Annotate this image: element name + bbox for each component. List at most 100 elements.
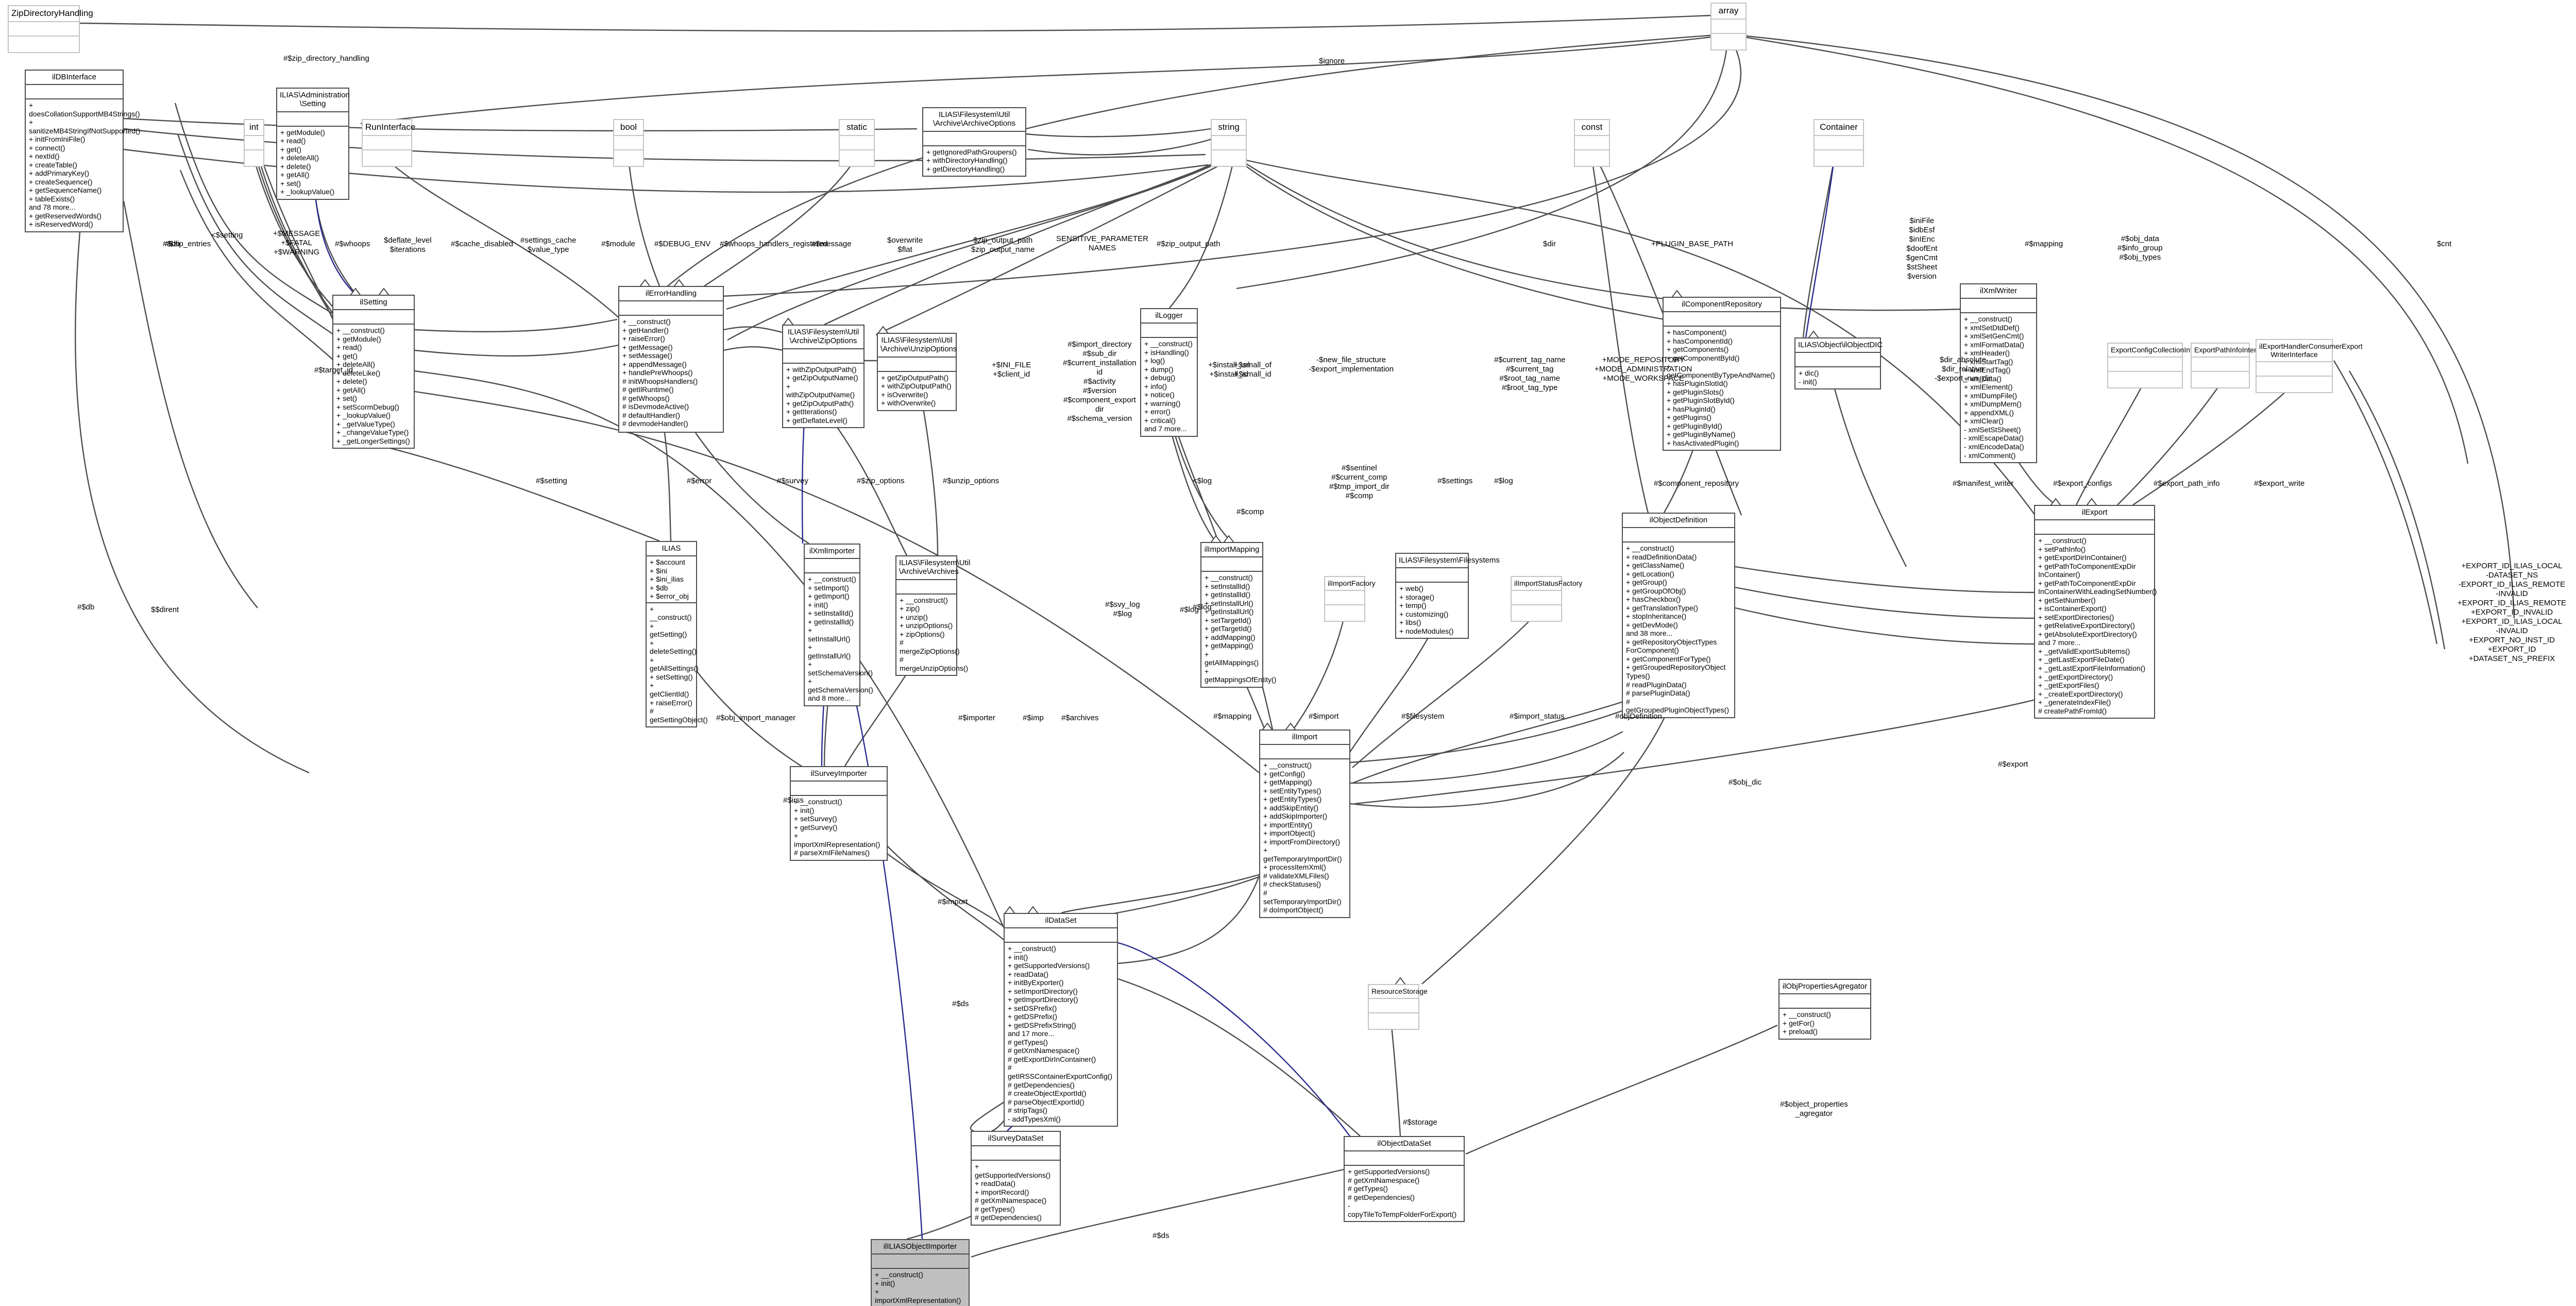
uml-class-ilias_object_ilobjectdic[interactable]: ILIAS\Object\ilObjectDIC+ dic()- init(): [1794, 337, 1883, 390]
class-title: ilSurveyDataSet: [972, 1132, 1060, 1147]
operation-row: # stripTags(): [1008, 1106, 1048, 1115]
class-operations: + doesCollationSupportMB4Strings()+ sani…: [26, 99, 140, 231]
operation-row: + getPathToComponentExpDir InContainer(): [2038, 562, 2136, 579]
uml-class-ilimport[interactable]: ilImport+ __construct()+ getConfig()+ ge…: [1259, 730, 1350, 918]
operation-row: + init(): [875, 1279, 895, 1287]
uml-class-ilobjectdataset[interactable]: ilObjectDataSet+ getSupportedVersions()#…: [1344, 1136, 1465, 1223]
uml-class-int[interactable]: int: [244, 119, 264, 167]
uml-class-ilimportstatusfactory[interactable]: ilImportStatusFactory: [1511, 576, 1582, 622]
uml-class-ilias_administration_setting[interactable]: ILIAS\Administration \Setting+ getModule…: [276, 88, 350, 200]
class-operations: + __construct()+ zip()+ unzip()+ unzipOp…: [896, 595, 968, 675]
operation-row: + getSequenceName(): [29, 186, 102, 195]
uml-class-ildbinterface[interactable]: ilDBInterface+ doesCollationSupportMB4St…: [25, 70, 140, 232]
operation-row: + getConfig(): [1263, 769, 1306, 778]
uml-class-ilias_filesystem_filesystems[interactable]: ILIAS\Filesystem\Filesystems+ web()+ sto…: [1395, 553, 1500, 639]
class-attributes: [1369, 999, 1418, 1014]
operation-row: + doesCollationSupportMB4Strings(): [29, 101, 140, 118]
uml-class-exportconfigcollectioninterface[interactable]: ExportConfigCollectionInterface: [2107, 343, 2212, 389]
operation-row: + __construct(): [650, 604, 692, 622]
class-operations: [1711, 34, 1745, 49]
operation-row: + setInstallUrl(): [808, 626, 851, 643]
uml-class-ildataset[interactable]: ilDataSet+ __construct()+ init()+ getSup…: [1004, 913, 1118, 1127]
edge-label-l-deflate-level-iterations: $deflate_level $iterations: [384, 236, 432, 254]
class-operations: [1575, 150, 1609, 166]
edge-label-l-tree-file-structure: -$new_file_structure -$export_implementa…: [1309, 355, 1394, 374]
uml-class-resourcestorage[interactable]: ResourceStorage: [1368, 984, 1428, 1030]
operation-row: + _getExportFiles(): [2038, 681, 2099, 690]
class-operations: [1512, 605, 1561, 621]
class-attributes: [1212, 136, 1246, 150]
uml-class-ilexporthandlerconsumerexportwriterinterface[interactable]: ilExportHandlerConsumerExport WriterInte…: [2256, 339, 2363, 394]
operation-row: # createObjectExportId(): [1008, 1089, 1087, 1098]
operation-row: + __construct(): [1205, 573, 1253, 582]
class-operations: + __construct()+ setPathInfo()+ getExpor…: [2035, 535, 2157, 718]
class-attributes: [619, 301, 723, 316]
class-title: ilLogger: [1141, 309, 1197, 324]
operation-row: + getComponentForType(): [1626, 654, 1711, 663]
operation-row: + handlePreWhoops(): [622, 368, 693, 377]
operation-row: + dump(): [1144, 365, 1174, 374]
uml-class-ilsurveydataset[interactable]: ilSurveyDataSet+ getSupportedVersions()+…: [971, 1131, 1061, 1226]
class-title: ILIAS\Administration \Setting: [277, 89, 350, 112]
operation-row: and 8 more...: [808, 694, 851, 703]
uml-class-exportpathinfointerface[interactable]: ExportPathInfoInterface: [2191, 343, 2270, 389]
class-attributes: [1575, 136, 1609, 150]
uml-class-ilsetting[interactable]: ilSetting+ __construct()+ getModule()+ r…: [332, 295, 415, 449]
operation-row: + _getValidExportSubItems(): [2038, 647, 2130, 655]
operation-row: + hasComponentId(): [1667, 336, 1733, 345]
uml-class-ilias_filesystem_util_archive_unzipoptions[interactable]: ILIAS\Filesystem\Util \Archive\UnzipOpti…: [877, 333, 957, 411]
uml-class-ilias_filesystem_util_archive_archiveoptions[interactable]: ILIAS\Filesystem\Util \Archive\ArchiveOp…: [922, 107, 1026, 177]
uml-class-ilxmlwriter[interactable]: ilXmlWriter+ __construct()+ xmlSetDtdDef…: [1960, 283, 2037, 464]
class-operations: + dic()- init(): [1795, 367, 1880, 388]
operation-row: + getComponents(): [1667, 345, 1729, 354]
operation-row: + raiseError(): [622, 334, 665, 343]
uml-class-container[interactable]: Container: [1814, 119, 1864, 167]
edge-label-l-comp: #$comp: [1236, 507, 1264, 516]
operation-row: + getSupportedVersions(): [1008, 961, 1090, 970]
class-title: ilSetting: [333, 296, 414, 311]
uml-class-const[interactable]: const: [1574, 119, 1610, 167]
edge-label-l-log: <$log: [1193, 477, 1212, 485]
uml-class-ilobjectdefinition[interactable]: ilObjectDefinition+ __construct()+ readD…: [1622, 513, 1735, 718]
operation-row: + xmlDumpFile(): [1964, 391, 2018, 400]
operation-row: + isReservedWord(): [29, 220, 93, 229]
class-title: const: [1575, 120, 1609, 136]
class-operations: [9, 37, 79, 52]
uml-class-ilias_filesystem_util_archive_zipoptions[interactable]: ILIAS\Filesystem\Util \Archive\ZipOption…: [782, 325, 865, 429]
uml-class-ilerrorhandling[interactable]: ilErrorHandling+ __construct()+ getHandl…: [618, 286, 724, 433]
operation-row: # getDependencies(): [1008, 1080, 1075, 1089]
class-operations: + __construct()+ xmlSetDtdDef()+ xmlSetG…: [1961, 313, 2036, 462]
uml-class-bool[interactable]: bool: [613, 119, 644, 167]
operation-row: + hasCheckbox(): [1626, 595, 1681, 604]
operation-row: + getClientId(): [650, 681, 689, 698]
class-attributes: [896, 580, 956, 595]
uml-class-runinterface[interactable]: RunInterface: [362, 119, 415, 167]
uml-class-ilxmlimporter[interactable]: ilXmlImporter+ __construct()+ setImport(…: [804, 544, 873, 706]
uml-class-ilsurveyimporter[interactable]: ilSurveyImporter+ __construct()+ init()+…: [790, 766, 888, 861]
uml-class-ilexport[interactable]: ilExport+ __construct()+ setPathInfo()+ …: [2034, 505, 2157, 719]
edge-label-l-plugin-base-path: +PLUGIN_BASE_PATH: [1651, 240, 1734, 248]
operation-row: + setMessage(): [622, 351, 672, 360]
uml-class-ilimportfactory[interactable]: ilImportFactory: [1324, 576, 1376, 622]
uml-class-string[interactable]: string: [1211, 119, 1247, 167]
uml-class-ilias_filesystem_util_archive_archives[interactable]: ILIAS\Filesystem\Util \Archive\Archives+…: [895, 555, 970, 676]
class-title: ResourceStorage: [1369, 985, 1428, 999]
class-title: ilObjectDefinition: [1623, 514, 1734, 529]
uml-class-illogger[interactable]: ilLogger+ __construct()+ isHandling()+ l…: [1140, 308, 1198, 437]
operation-row: + __construct(): [808, 575, 856, 584]
operation-row: + appendXML(): [1964, 408, 2014, 417]
uml-class-zipdirectoryhandling[interactable]: ZipDirectoryHandling: [8, 5, 93, 53]
uml-class-ilimportmapping[interactable]: ilImportMapping+ __construct()+ setInsta…: [1200, 542, 1276, 688]
class-operations: + hasComponent()+ hasComponentId()+ getC…: [1664, 327, 1780, 450]
operation-row: + __construct(): [1783, 1010, 1831, 1019]
operation-row: + getMapping(): [1205, 641, 1253, 650]
class-title: ilDataSet: [1005, 914, 1117, 929]
uml-class-ilobjpropertiesagregator[interactable]: ilObjPropertiesAgregator+ __construct()+…: [1778, 979, 1871, 1040]
class-attributes: [1815, 136, 1863, 150]
uml-class-static[interactable]: static: [839, 119, 875, 167]
class-operations: [1815, 150, 1863, 166]
uml-class-ililiasobjectimporter[interactable]: ilILIASObjectImporter+ __construct()+ in…: [871, 1239, 970, 1306]
uml-class-ilias[interactable]: ILIAS+ $account+ $ini+ $ini_ilias+ $db+ …: [646, 541, 708, 728]
uml-class-array[interactable]: array: [1710, 3, 1747, 50]
uml-class-ilcomponentrepository[interactable]: ilComponentRepository+ hasComponent()+ h…: [1663, 297, 1781, 451]
